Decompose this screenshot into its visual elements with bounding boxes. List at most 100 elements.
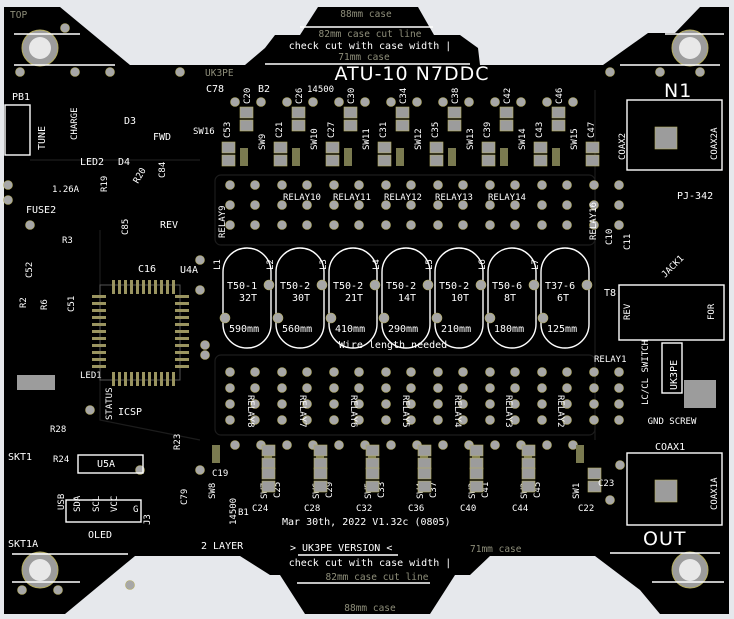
via [302,200,312,210]
capacitor-pad [521,467,536,480]
left-area-labels: PB1 TUNE CHARGE LED2 D4 D3 FWD SW16 REV … [4,84,334,550]
via [485,367,495,377]
right-area: N1 COAX2 COAX2A PJ-342 JACK1 C10 C11 T8 … [604,80,725,550]
mcu-pin [175,344,189,347]
date-version: Mar 30th, 2022 V1.32c (0805) [282,517,451,528]
via [250,415,260,425]
via [3,195,13,205]
via [562,415,572,425]
toroid-pad [581,279,593,291]
toroid-core: T50-2 [439,281,469,292]
mcu-pin [112,280,115,294]
toroid-turns: 8T [504,293,516,304]
toroid-outline [222,247,272,349]
via [433,367,443,377]
switch-label: SW1 [572,483,582,499]
mcu-pin [92,344,106,347]
via [302,383,312,393]
cap-label: C25 [273,482,283,498]
switch-label: SW11 [362,128,372,150]
out-label: OUT [643,528,686,550]
via [195,255,205,265]
mcu-pin [154,372,157,386]
via [510,220,520,230]
uk3pe-vertical: UK3PE [669,360,680,390]
mcu-pin [92,351,106,354]
via [200,340,210,350]
cap-label: C53 [223,122,233,138]
board-title: ATU-10 N7DDC [335,63,490,85]
inductor-ref: L7 [531,259,541,270]
capacitor-pad [273,154,288,167]
c85-label: C85 [121,219,131,235]
via [458,367,468,377]
via [329,383,339,393]
tune-button[interactable] [4,104,31,156]
via [438,97,448,107]
capacitor-pad [551,106,566,119]
toroid-pad [537,312,549,324]
via [277,200,287,210]
toroid-pad [528,279,540,291]
oled-header[interactable] [65,499,142,523]
inductor-ref: L5 [425,259,435,270]
cap-label: C23 [598,479,614,489]
capacitor-pad [551,119,566,132]
via [542,97,552,107]
c78-label: C78 [206,84,224,95]
capacitor-pad [395,106,410,119]
toroid-pad [316,279,328,291]
capacitor-pad [343,106,358,119]
via [175,67,185,77]
gnd-screw-pad [684,380,716,408]
via [302,180,312,190]
relay-label: RELAY9 [218,205,228,238]
via [510,383,520,393]
case-88-top: 88mm case [340,9,392,20]
capacitor-pad [325,154,340,167]
via [225,399,235,409]
via [433,220,443,230]
capacitor-pad [313,467,328,480]
capacitor-pad [365,467,380,480]
mcu-pin [148,372,151,386]
mcu-pin [92,330,106,333]
mcu-pin [160,372,163,386]
via [412,97,422,107]
via [53,585,63,595]
fwd-label: FWD [153,132,171,143]
via [458,180,468,190]
via [250,399,260,409]
pin-diode [552,148,560,166]
via [537,399,547,409]
check-cut-bottom: check cut with case width | [289,558,452,569]
capacitor-pad [261,467,276,480]
via [485,200,495,210]
capacitor-pad [499,106,514,119]
mcu-pin [175,309,189,312]
cap-label: C22 [578,504,594,514]
capacitor-pad [221,141,236,154]
via [614,367,624,377]
c84-label: C84 [158,162,168,178]
via [614,180,624,190]
inductor-ref: L3 [319,259,329,270]
via [695,67,705,77]
case-cut-82-top: 82mm case cut line [319,29,422,40]
cap-label: C21 [275,122,285,138]
via [381,367,391,377]
toroid-outline [381,247,431,349]
via [589,180,599,190]
cap-label: C30 [347,88,357,104]
cap-label: C31 [379,122,389,138]
mcu-pin [175,316,189,319]
mcu-pin [175,295,189,298]
relays-top: RELAY9 RELAY10 RELAY11 RELAY12 RELAY13 R… [218,193,599,240]
capacitor-pad [365,457,380,470]
mcu-pin [130,372,133,386]
via [381,415,391,425]
cap-label: C27 [327,122,337,138]
via [406,383,416,393]
toroid-core: T50-1 [227,281,257,292]
